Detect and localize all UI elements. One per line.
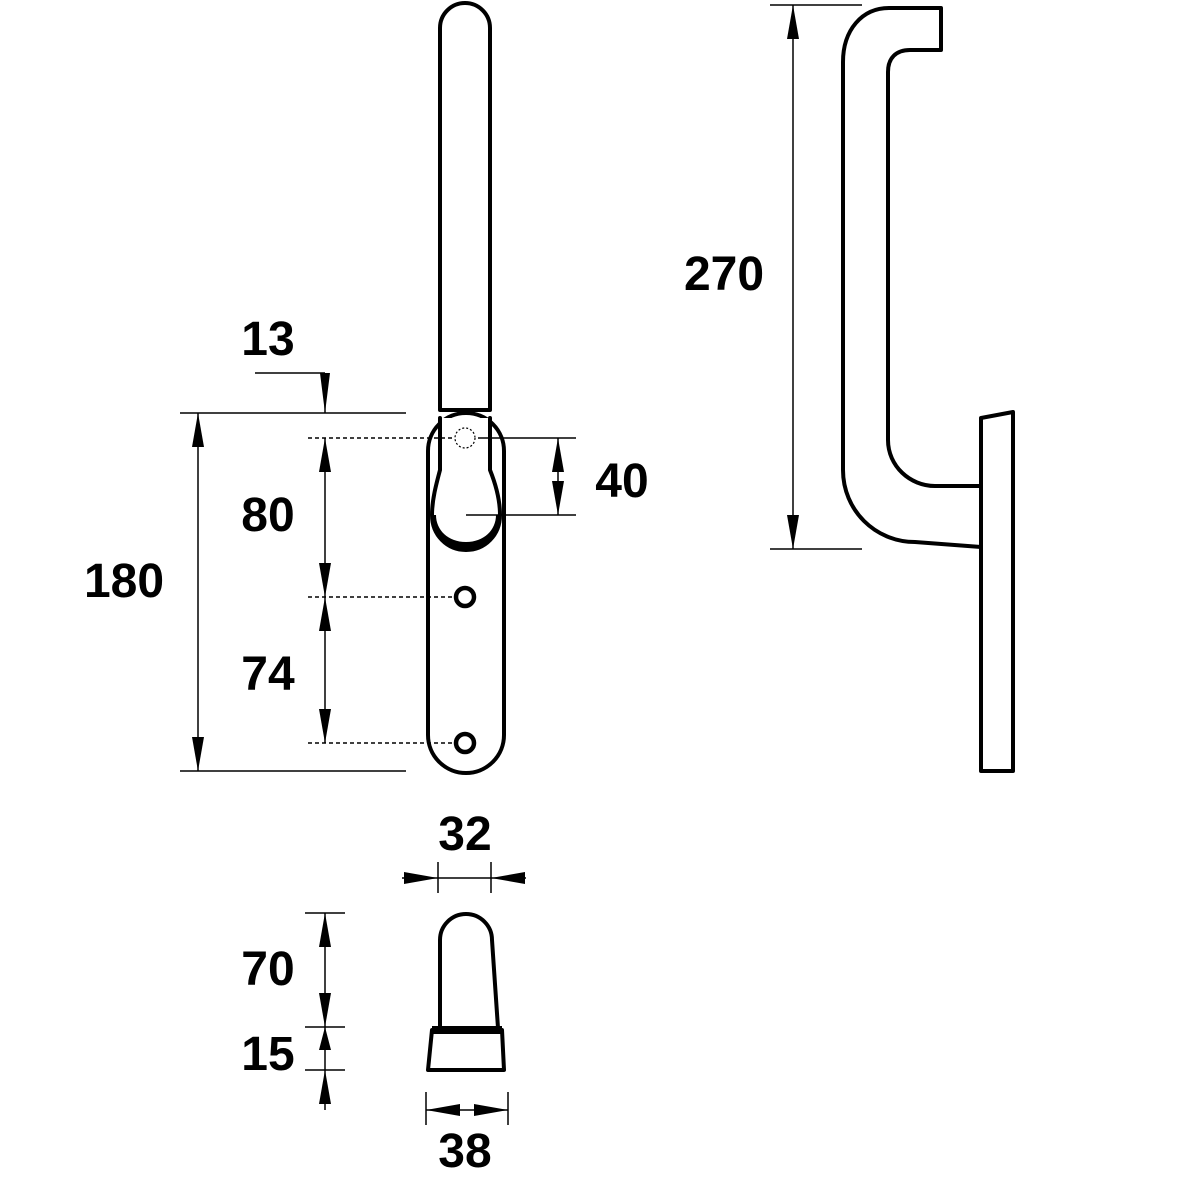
dim-label-80: 80 [241, 489, 294, 542]
dim-label-32: 32 [438, 808, 491, 861]
dim-label-74: 74 [241, 648, 295, 701]
spindle-centre-marker [454, 427, 476, 449]
backplate-outline [426, 411, 506, 775]
side-handle-outline [841, 6, 983, 549]
handle-collar-shadow [432, 515, 500, 550]
front-view [426, 1, 506, 775]
front-view-extension-lines [180, 372, 576, 772]
plan-view [426, 912, 506, 1072]
side-backplate-outline [979, 410, 1015, 773]
dim-label-180: 180 [84, 555, 164, 608]
dim-label-40: 40 [595, 455, 648, 508]
dim-label-13: 13 [241, 313, 294, 366]
plan-view-dimension-lines [305, 862, 526, 1125]
dim-label-270: 270 [684, 248, 764, 301]
front-view-dimension-lines [192, 373, 564, 771]
plan-knob-outline [438, 912, 500, 1030]
plan-rose-outline [426, 1028, 506, 1072]
dim-label-15: 15 [241, 1028, 294, 1081]
dim-label-38: 38 [438, 1125, 491, 1178]
handle-lever-outline [438, 1, 492, 412]
screw-hole-top [453, 585, 477, 609]
side-view [770, 4, 1015, 773]
screw-hole-bottom [453, 731, 477, 755]
dimension-labels: 13 80 40 180 74 270 32 70 15 38 [84, 248, 764, 1178]
dim-label-70: 70 [241, 943, 294, 996]
